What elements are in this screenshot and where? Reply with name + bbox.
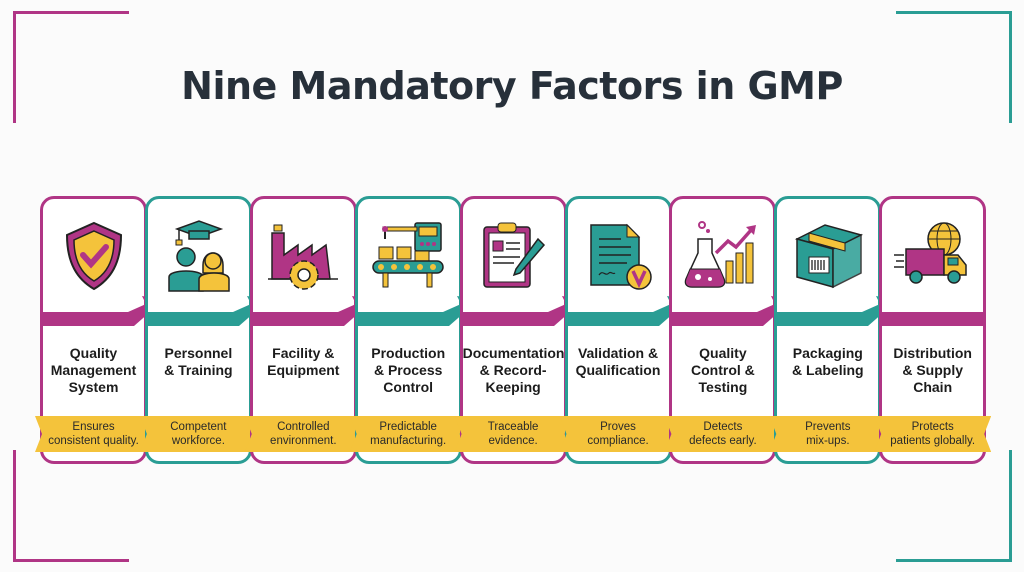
factor-name: Packaging& Labeling (792, 345, 864, 378)
corner-bracket-bottom-right (896, 450, 1012, 562)
clipboard-pen-icon (474, 217, 552, 295)
flow-arrow-icon (40, 294, 168, 328)
factor-banner (349, 416, 467, 452)
flow-arrow-icon (879, 294, 987, 328)
factor-name: Personnel& Training (164, 345, 233, 378)
factor-banner (559, 416, 677, 452)
graduates-icon (159, 217, 237, 295)
flow-arrow-icon (564, 294, 693, 328)
conveyor-icon (369, 217, 447, 295)
corner-bracket-bottom-left (13, 450, 129, 562)
factor-banner (35, 416, 152, 452)
barcode-box-icon (789, 217, 867, 295)
factor-name: Documentation& Record-Keeping (462, 345, 565, 395)
flow-arrow-icon (354, 294, 483, 328)
flow-arrow-icon (774, 294, 902, 328)
factor-banner (769, 416, 887, 452)
flow-arrow-icon (669, 294, 797, 328)
corner-bracket-top-right (896, 11, 1012, 123)
factor-banner (139, 416, 257, 452)
factor-name: Validation &Qualification (575, 345, 661, 378)
flask-chart-icon (684, 217, 762, 295)
factor-name: Facility &Equipment (267, 345, 340, 378)
flow-arrow-icon (249, 294, 378, 328)
corner-bracket-top-left (13, 11, 129, 123)
shield-check-icon (55, 217, 133, 295)
factory-gear-icon (264, 217, 342, 295)
validated-document-icon (579, 217, 657, 295)
factor-banner (454, 416, 572, 452)
page-title: Nine Mandatory Factors in GMP (181, 64, 843, 108)
flow-arrow-icon (459, 294, 588, 328)
factor-banner (874, 416, 992, 452)
factor-banner (244, 416, 362, 452)
globe-truck-icon (893, 217, 972, 295)
factor-banner (664, 416, 782, 452)
flow-arrow-icon (144, 294, 273, 328)
